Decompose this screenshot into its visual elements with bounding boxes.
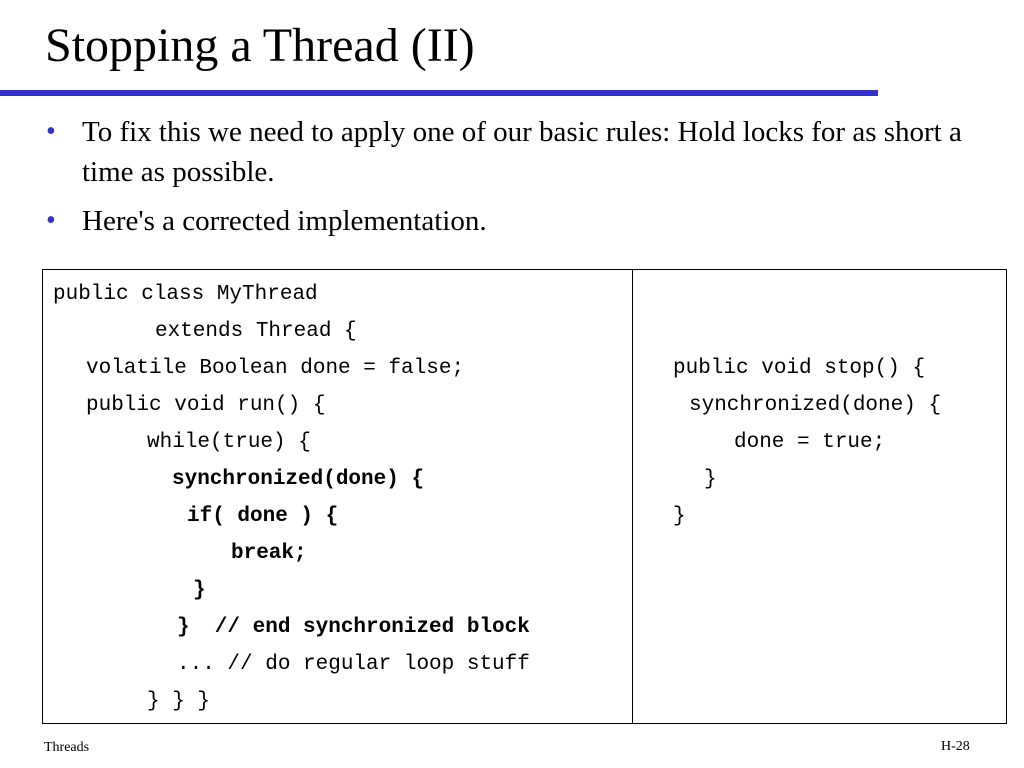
code-line: done = true;: [734, 431, 886, 454]
code-line: synchronized(done) {: [172, 468, 425, 491]
bullet-text: To fix this we need to apply one of our …: [82, 116, 962, 188]
code-line: public void run() {: [86, 394, 326, 417]
code-line: synchronized(done) {: [689, 394, 942, 417]
code-line: volatile Boolean done = false;: [86, 357, 465, 380]
code-line: extends Thread {: [155, 320, 357, 343]
code-column-divider: [632, 270, 633, 723]
bullet-list: • To fix this we need to apply one of ou…: [46, 112, 986, 250]
code-line: } } }: [147, 690, 211, 713]
code-line: ... // do regular loop stuff: [177, 653, 530, 676]
bullet-icon: •: [46, 116, 56, 147]
code-line: }: [704, 468, 717, 491]
code-table: public class MyThread extends Thread { v…: [42, 269, 1007, 724]
code-line: while(true) {: [147, 431, 311, 454]
code-line: if( done ) {: [187, 505, 339, 528]
bullet-item: • Here's a corrected implementation.: [46, 201, 986, 241]
footer-page-number: H-28: [941, 739, 970, 754]
code-line: } // end synchronized block: [177, 616, 530, 639]
code-line: break;: [231, 542, 307, 565]
code-line: }: [673, 505, 686, 528]
bullet-item: • To fix this we need to apply one of ou…: [46, 112, 986, 192]
code-line: public void stop() {: [673, 357, 926, 380]
title-underline: [0, 90, 878, 96]
bullet-text: Here's a corrected implementation.: [82, 205, 487, 237]
code-line: public class MyThread: [53, 283, 318, 306]
slide-title: Stopping a Thread (II): [45, 19, 475, 72]
footer-section-label: Threads: [44, 740, 90, 755]
bullet-icon: •: [46, 205, 56, 236]
code-line: }: [193, 579, 206, 602]
